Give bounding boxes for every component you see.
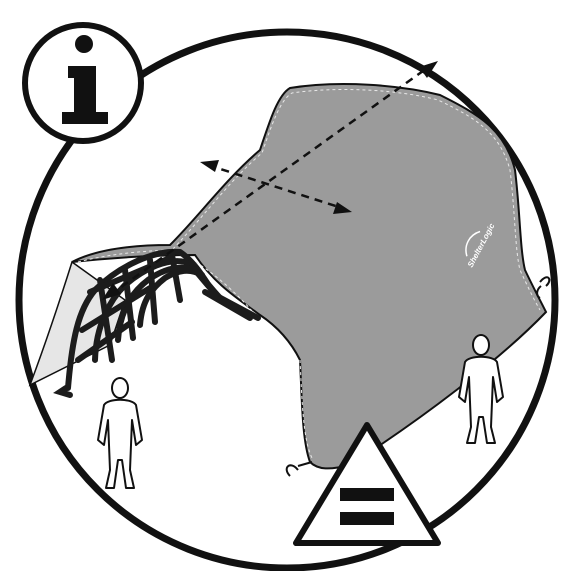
info-icon — [25, 25, 141, 141]
